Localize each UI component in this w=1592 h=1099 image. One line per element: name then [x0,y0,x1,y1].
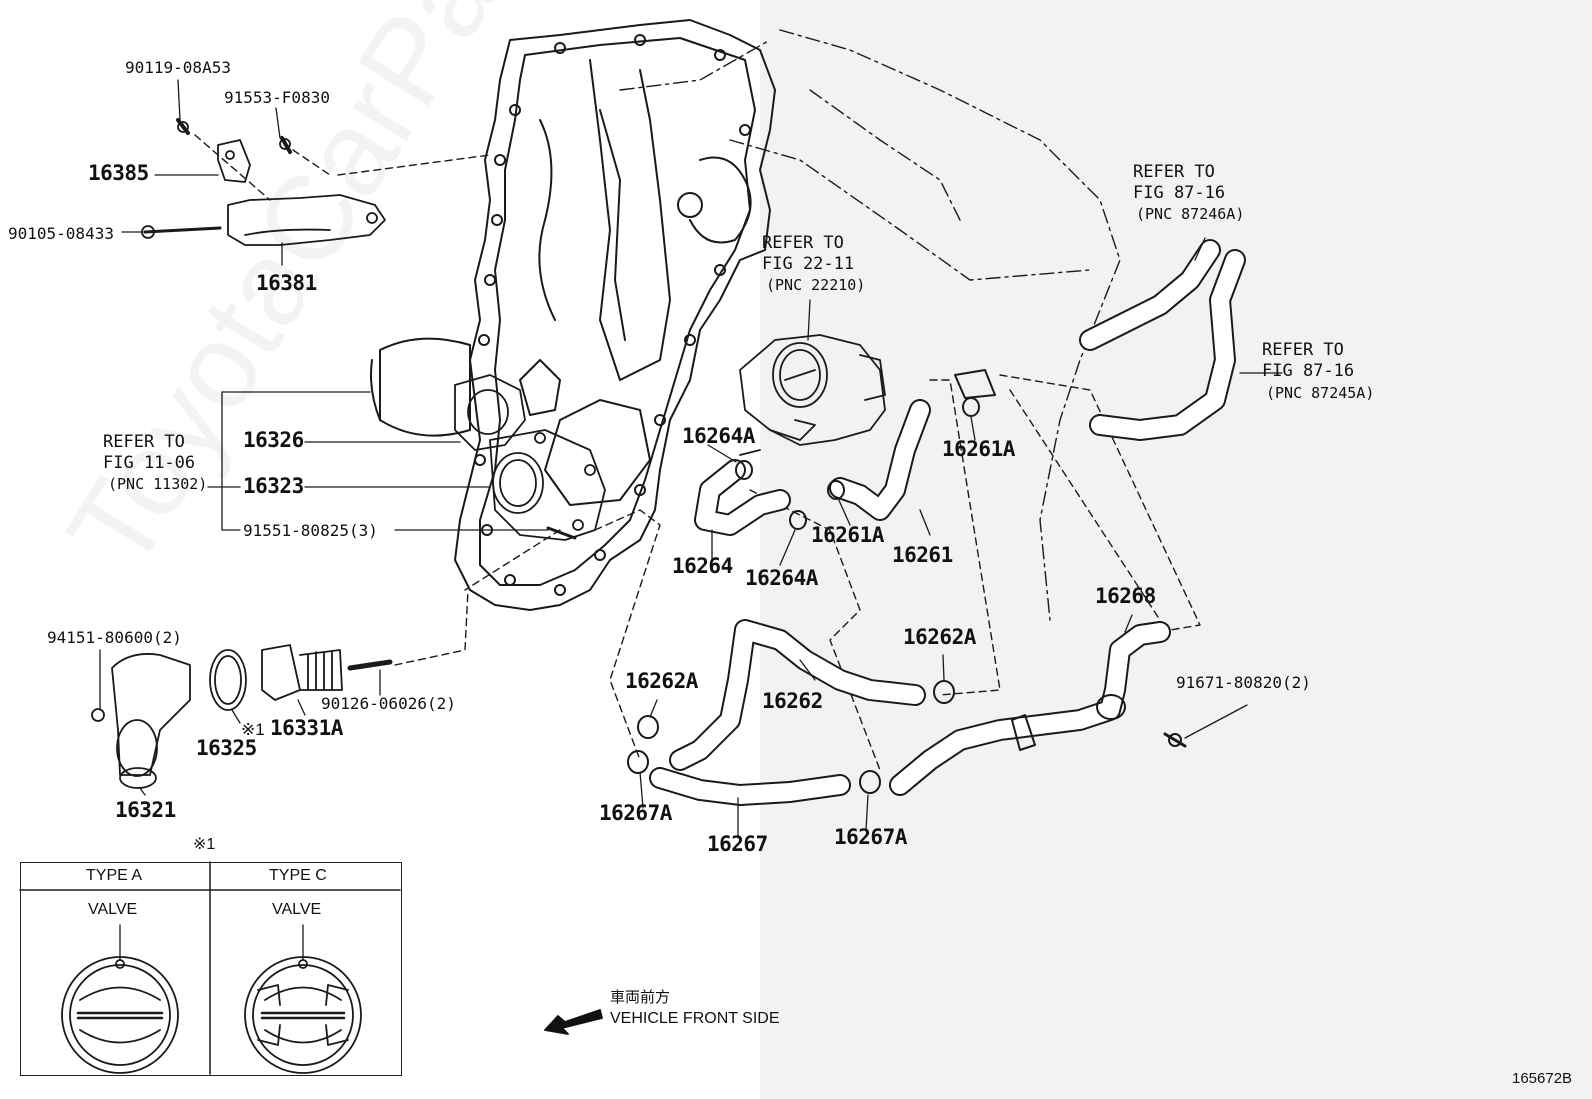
label-90105-08433: 90105-08433 [8,224,114,243]
refer-fig-label: FIG 87-16 [1262,361,1355,381]
label-90119-08a53: 90119-08A53 [125,58,231,77]
label-16326: 16326 [243,428,304,452]
inset-valve-label: VALVE [88,901,138,918]
label-16321: 16321 [115,798,176,822]
label-94151-80600: 94151-80600(2) [47,628,182,647]
refer-to-label: REFER TO [103,432,185,452]
label-16325: 16325 [196,736,257,760]
inset-type-c: TYPE C [269,867,327,884]
clamps [627,369,1187,794]
label-16262a: 16262A [625,669,698,693]
refer-pnc-label: (PNC 11302) [108,475,208,493]
label-16268: 16268 [1095,584,1156,608]
label-16264: 16264 [672,554,733,578]
timing-cover [370,19,776,611]
label-91671-80820: 91671-80820(2) [1176,673,1311,692]
thermostat-parts [91,644,393,789]
throttle-body [739,334,886,456]
label-16261a: 16261A [942,437,1015,461]
refer-pnc-label: (PNC 22210) [766,276,866,294]
shaded-background [760,0,1592,1099]
label-16267a: 16267A [834,825,907,849]
front-arrow-icon [544,1009,603,1035]
label-90126-06026: 90126-06026(2) [321,694,456,713]
leader-lines [99,79,1283,839]
note-mark-1: ※1 [241,720,265,739]
assembly-lines [194,134,1201,771]
label-16323: 16323 [243,474,304,498]
refer-to-label: REFER TO [1262,340,1344,360]
label-91553-f0830: 91553-F0830 [224,88,330,107]
label-16261a: 16261A [811,523,884,547]
refer-fig-label: FIG 87-16 [1133,183,1226,203]
refer-to-label: REFER TO [762,233,844,253]
label-91551-80825: 91551-80825(3) [243,521,378,540]
label-16262: 16262 [762,689,823,713]
hoses [649,239,1246,806]
label-16264a: 16264A [745,566,818,590]
direction-jp: 車両前方 [610,989,671,1006]
label-16385: 16385 [88,161,149,185]
refer-fig-label: FIG 11-06 [103,453,196,473]
refer-fig-label: FIG 22-11 [762,254,855,274]
thermostat-type-inset [20,862,402,1076]
label-16262a: 16262A [903,625,976,649]
figure-id: 165672B [1512,1070,1573,1087]
inset-type-a: TYPE A [86,867,143,884]
refer-to-label: REFER TO [1133,162,1215,182]
label-16267: 16267 [707,832,768,856]
inset-mark: ※1 [193,836,216,853]
water-outlet-16323 [454,374,606,541]
label-16264a: 16264A [682,424,755,448]
inset-drawings [19,861,401,1075]
label-16261: 16261 [892,543,953,567]
label-16381: 16381 [256,271,317,295]
direction-en: VEHICLE FRONT SIDE [610,1010,780,1027]
label-16331a: 16331A [270,716,343,740]
label-16267a: 16267A [599,801,672,825]
refer-pnc-label: (PNC 87245A) [1266,384,1375,402]
inset-valve-label: VALVE [272,901,322,918]
refer-pnc-label: (PNC 87246A) [1136,205,1245,223]
brackets-16381-16385 [141,118,386,246]
reference-lines [619,29,1121,621]
